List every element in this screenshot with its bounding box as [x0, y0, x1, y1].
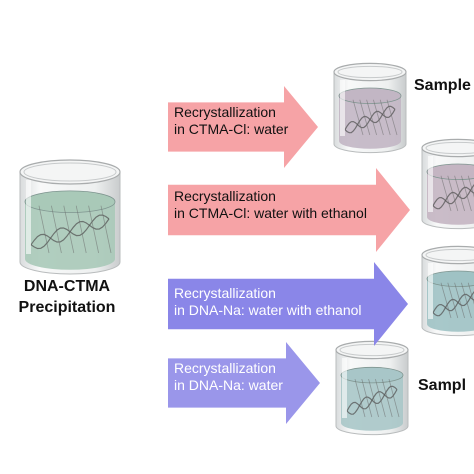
arrow-2-label: Recrystallization in CTMA-Cl: water with…	[174, 188, 367, 222]
sample-3-beaker	[421, 245, 474, 337]
source-label-line1: DNA-CTMA	[23, 278, 111, 295]
sample-4-beaker	[335, 340, 409, 436]
arrows-layer	[168, 86, 410, 424]
sample-4-label: Sampl	[418, 377, 467, 394]
arrow-3-line1: Recrystallization	[174, 285, 276, 301]
arrow-2-line1: Recrystallization	[174, 188, 276, 204]
arrow-1-line2: in CTMA-Cl: water	[174, 121, 289, 137]
sample-1-beaker	[333, 62, 407, 154]
source-label: DNA-CTMA Precipitation	[0, 276, 134, 318]
arrow-2-shape	[168, 168, 410, 252]
arrow-1-label: Recrystallization in CTMA-Cl: water	[174, 104, 288, 138]
arrow-4-shape	[168, 342, 320, 424]
arrow-4-label: Recrystallization in DNA-Na: water	[174, 360, 283, 394]
sample-1-label: Sample	[414, 77, 471, 94]
source-beaker	[19, 159, 121, 275]
arrow-3-line2: in DNA-Na: water with ethanol	[174, 302, 362, 318]
beakers-layer	[19, 62, 474, 436]
arrow-3-label: Recrystallization in DNA-Na: water with …	[174, 285, 362, 319]
arrow-3-shape	[168, 262, 408, 346]
source-label-line2: Precipitation	[18, 299, 116, 316]
arrow-2-line2: in CTMA-Cl: water with ethanol	[174, 205, 367, 221]
sample-2-beaker	[421, 138, 474, 230]
arrow-4-line1: Recrystallization	[174, 360, 276, 376]
arrow-1-line1: Recrystallization	[174, 104, 276, 120]
arrow-4-line2: in DNA-Na: water	[174, 377, 283, 393]
arrow-1-shape	[168, 86, 318, 168]
